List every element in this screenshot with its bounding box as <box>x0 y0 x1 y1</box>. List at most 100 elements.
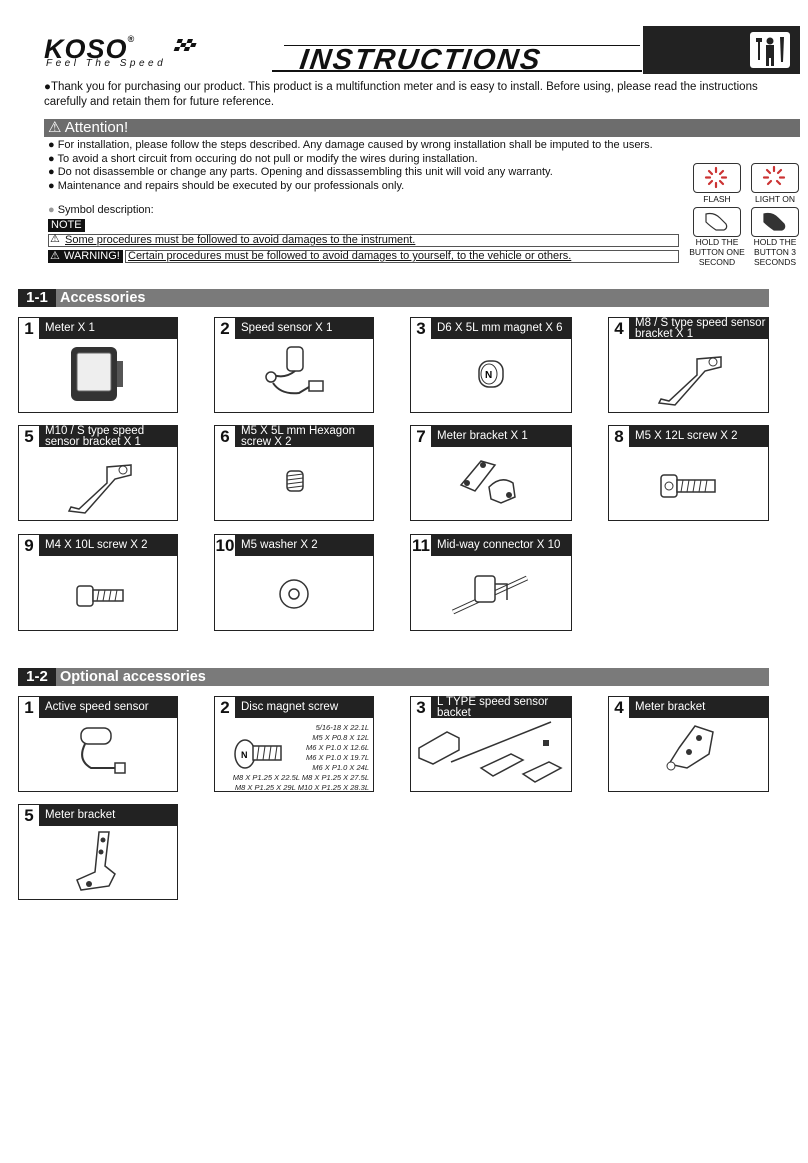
optional-card: 5 Meter bracket <box>18 804 178 900</box>
card-label: Meter bracket <box>635 701 706 713</box>
attention-list: ● For installation, please follow the st… <box>48 139 688 193</box>
card-header <box>411 535 571 556</box>
card-label: M5 X 5L mm Hexagon screw X 2 <box>241 425 355 448</box>
screw-illustration <box>660 474 716 498</box>
attention-item: Do not disassemble or change any parts. … <box>57 166 553 179</box>
symbol-description-label: Symbol description: <box>57 204 154 216</box>
sensor-bracket-illustration <box>67 464 132 514</box>
accessory-card: 9 M4 X 10L screw X 2 <box>18 534 178 631</box>
screw-size: M8 X P1.25 X 22.5L M8 X P1.25 X 27.5L <box>232 773 369 782</box>
warning-text: Certain procedures must be followed to a… <box>128 250 572 262</box>
card-label: D6 X 5L mm magnet X 6 <box>437 322 563 334</box>
screw-size: M6 X P1.0 X 19.7L <box>306 753 369 762</box>
card-number: 2 <box>215 318 236 339</box>
svg-text:N: N <box>241 750 248 760</box>
card-number: 5 <box>19 805 40 826</box>
accessory-card: 3 D6 X 5L mm magnet X 6 N <box>410 317 572 413</box>
accessory-card: 6 M5 X 5L mm Hexagon screw X 2 <box>214 425 374 521</box>
card-header <box>609 697 768 718</box>
screw-size: M5 X P0.8 X 12L <box>312 733 369 742</box>
card-header <box>215 697 373 718</box>
card-label: Meter X 1 <box>45 322 95 334</box>
brand-tagline: Feel The Speed <box>46 58 167 69</box>
list-item: ● To avoid a short circuit from occuring… <box>48 152 478 165</box>
section-accessories-bar: 1-1 Accessories <box>18 289 769 307</box>
list-item: ● Do not disassemble or change any parts… <box>48 166 553 179</box>
card-header <box>411 697 571 718</box>
card-header <box>411 318 571 339</box>
card-label: M4 X 10L screw X 2 <box>45 539 148 551</box>
warning-triangle-icon: ⚠ <box>50 250 60 262</box>
card-number: 1 <box>19 697 40 718</box>
intro-paragraph: Thank you for purchasing our product. Th… <box>44 81 758 108</box>
screw-size-list: 5/16-18 X 22.1L M5 X P0.8 X 12L M6 X P1.… <box>233 723 369 793</box>
card-number: 4 <box>609 697 630 718</box>
screw-size: M6 X P1.0 X 12.6L <box>306 743 369 752</box>
card-label: Meter bracket <box>45 809 116 821</box>
press-one-second-label: HOLD THE BUTTON ONE SECOND <box>689 237 745 267</box>
card-number: 3 <box>411 697 432 718</box>
section-title: Optional accessories <box>60 669 206 685</box>
warning-label: ⚠ WARNING! <box>48 250 123 263</box>
warning-label-text: WARNING! <box>64 250 120 262</box>
attention-bar <box>44 119 800 137</box>
optional-card: 3 L TYPE speed sensor backet <box>410 696 572 792</box>
card-number: 10 <box>215 535 236 556</box>
optional-card: 2 Disc magnet screw N 5/16-18 X 22.1L M5… <box>214 696 374 792</box>
card-number: 4 <box>609 318 630 339</box>
list-item: ● For installation, please follow the st… <box>48 139 653 151</box>
press-three-seconds-icon <box>751 207 799 237</box>
card-header <box>19 535 177 556</box>
card-number: 1 <box>19 318 40 339</box>
bullet-icon: ● <box>48 204 55 216</box>
accessory-card: 7 Meter bracket X 1 <box>410 425 572 521</box>
card-number: 2 <box>215 697 236 718</box>
koso-logo: KOSO® <box>44 34 135 65</box>
sensor-bracket-illustration <box>657 356 722 406</box>
screw-illustration <box>76 585 124 607</box>
warning-box: Certain procedures must be followed to a… <box>125 250 679 263</box>
checkered-flag-icon <box>173 39 197 51</box>
card-label: M10 / S type speed sensor bracket X 1 <box>45 425 145 448</box>
meter-bracket-illustration <box>76 831 116 891</box>
tools-icon <box>750 32 790 68</box>
flash-icon <box>693 163 741 193</box>
card-label: L TYPE speed sensor backet <box>437 696 549 719</box>
flash-label: FLASH <box>703 194 731 204</box>
attention-title: Attention! <box>64 119 129 136</box>
svg-text:N: N <box>485 370 492 381</box>
attention-heading: ⚠ Attention! <box>48 119 128 137</box>
card-label: M5 washer X 2 <box>241 539 318 551</box>
intro-text: ●Thank you for purchasing our product. T… <box>44 80 794 110</box>
card-label: Disc magnet screw <box>241 701 339 713</box>
card-number: 9 <box>19 535 40 556</box>
card-header <box>19 426 177 447</box>
card-number: 7 <box>411 426 432 447</box>
warning-triangle-icon: ⚠ <box>50 233 60 245</box>
title-rule-bottom <box>272 70 642 72</box>
attention-item: For installation, please follow the step… <box>57 139 653 151</box>
card-label: M5 X 12L screw X 2 <box>635 430 738 442</box>
card-label: Speed sensor X 1 <box>241 322 333 334</box>
meter-bracket-illustration <box>666 725 714 771</box>
optional-card: 4 Meter bracket <box>608 696 769 792</box>
accessory-card: 2 Speed sensor X 1 <box>214 317 374 413</box>
press-three-seconds-label: HOLD THE BUTTON 3 SECONDS <box>753 237 797 267</box>
card-label: Active speed sensor <box>45 701 149 713</box>
accessory-card: 4 M8 / S type speed sensor bracket X 1 <box>608 317 769 413</box>
attention-item: To avoid a short circuit from occuring d… <box>57 152 478 165</box>
attention-item: Maintenance and repairs should be execut… <box>57 179 405 192</box>
magnet-illustration: N <box>478 360 504 388</box>
card-number: 11 <box>411 535 432 556</box>
active-sensor-illustration <box>80 727 126 774</box>
press-one-second-icon <box>693 207 741 237</box>
hex-screw-illustration <box>286 470 304 492</box>
card-label: M8 / S type speed sensor bracket X 1 <box>635 317 766 340</box>
card-header <box>19 805 177 826</box>
l-type-sensor-illustration <box>418 721 563 783</box>
accessory-card: 1 Meter X 1 <box>18 317 178 413</box>
symbol-description: ● Symbol description: <box>48 204 154 216</box>
card-header <box>411 426 571 447</box>
card-header <box>215 426 373 447</box>
section-optional-bar: 1-2 Optional accessories <box>18 668 769 686</box>
